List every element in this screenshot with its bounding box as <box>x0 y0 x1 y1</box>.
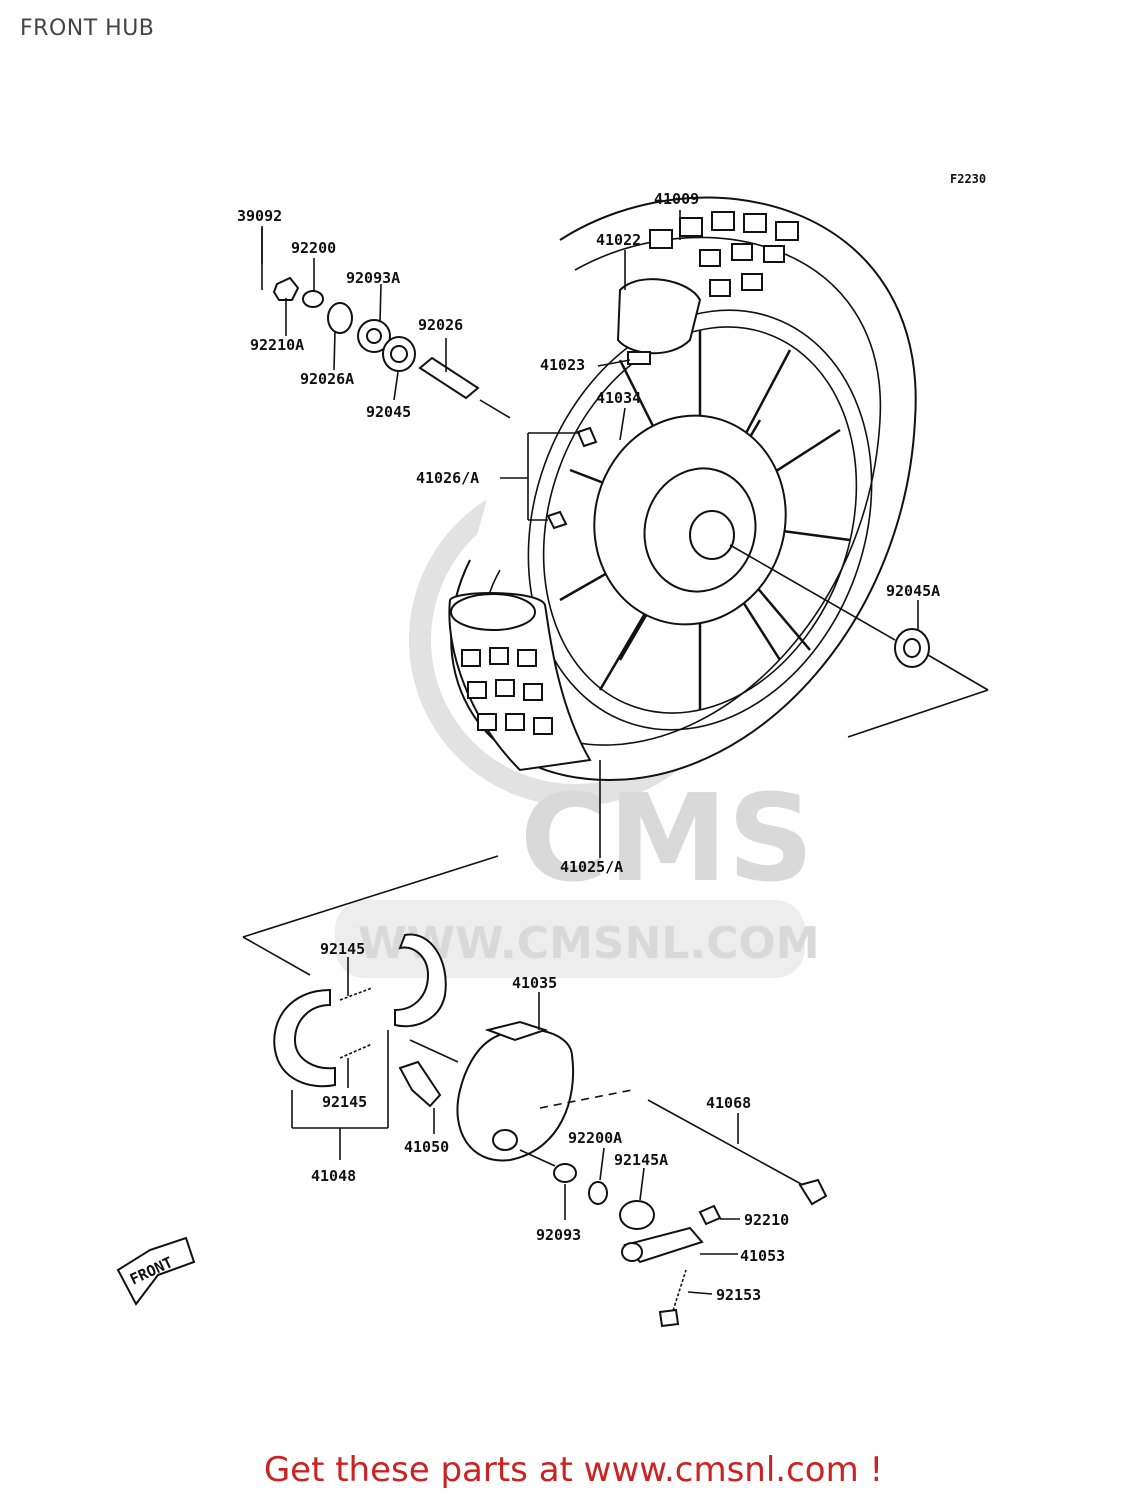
rim-band-41023 <box>627 351 651 365</box>
watermark-logo: CMS <box>520 770 814 909</box>
footer-link-text[interactable]: Get these parts at www.cmsnl.com ! <box>263 1450 884 1490</box>
callout-41034: 41034 <box>596 389 641 407</box>
callout-92026A: 92026A <box>300 370 354 388</box>
bolt-92153 <box>669 1269 687 1321</box>
brake-assembly <box>242 855 828 1328</box>
callout-92145A: 92145A <box>614 1151 668 1169</box>
figure-code: F2230 <box>950 172 986 186</box>
callout-92093A: 92093A <box>346 269 400 287</box>
callout-41050: 41050 <box>404 1138 449 1156</box>
spoke-41026A <box>546 510 568 530</box>
callout-92210: 92210 <box>744 1211 789 1229</box>
callout-41009: 41009 <box>654 190 699 208</box>
callout-39092: 39092 <box>237 207 282 225</box>
wheel-assembly <box>448 196 989 782</box>
callout-labels: 39092 92200 92093A 92210A 92026A 92026 9… <box>237 190 940 1304</box>
nut-92210 <box>698 1204 722 1226</box>
washer-92200A <box>588 1181 608 1205</box>
collar-92026A <box>327 302 353 334</box>
callout-92145-upper: 92145 <box>320 940 365 958</box>
callout-92093: 92093 <box>536 1226 581 1244</box>
axle-small-parts <box>261 228 523 426</box>
callout-41025A: 41025/A <box>560 858 623 876</box>
leader-lines <box>261 210 919 1295</box>
callout-92200A: 92200A <box>568 1129 622 1147</box>
cam-41050 <box>398 1060 442 1108</box>
spring-92145-upper <box>339 987 373 1001</box>
callout-41026A: 41026/A <box>416 469 479 487</box>
spring-92145A <box>619 1200 655 1230</box>
tire-front-section <box>448 592 592 772</box>
callout-41053: 41053 <box>740 1247 785 1265</box>
callout-92210A: 92210A <box>250 336 304 354</box>
page-title: FRONT HUB <box>20 16 155 41</box>
brake-shoe-right <box>394 933 447 1028</box>
callout-92045A: 92045A <box>886 582 940 600</box>
callout-41048: 41048 <box>311 1167 356 1185</box>
collar-92093 <box>553 1163 577 1183</box>
axle-41068 <box>798 1178 828 1206</box>
callout-92200: 92200 <box>291 239 336 257</box>
callout-92045: 92045 <box>366 403 411 421</box>
callout-92153: 92153 <box>716 1286 761 1304</box>
washer-92200 <box>302 290 324 308</box>
brake-shoe-left <box>273 988 336 1088</box>
tire-tread-side <box>461 647 553 735</box>
spring-92145-lower <box>339 1043 373 1059</box>
callout-41022: 41022 <box>596 231 641 249</box>
parts-diagram: CMS WWW.CMSNL.COM F2230 <box>116 172 989 1328</box>
callout-41023: 41023 <box>540 356 585 374</box>
spoke-41026 <box>576 426 598 448</box>
nut-92210A <box>272 276 300 301</box>
brake-panel-41035 <box>456 1028 575 1162</box>
spacer-92026 <box>418 356 480 400</box>
tube-41022 <box>616 278 702 355</box>
front-arrow: FRONT <box>116 1236 196 1306</box>
callout-92026: 92026 <box>418 316 463 334</box>
callout-41035: 41035 <box>512 974 557 992</box>
callout-92145-lower: 92145 <box>322 1093 367 1111</box>
callout-41068: 41068 <box>706 1094 751 1112</box>
tire-tread-top <box>649 211 799 297</box>
